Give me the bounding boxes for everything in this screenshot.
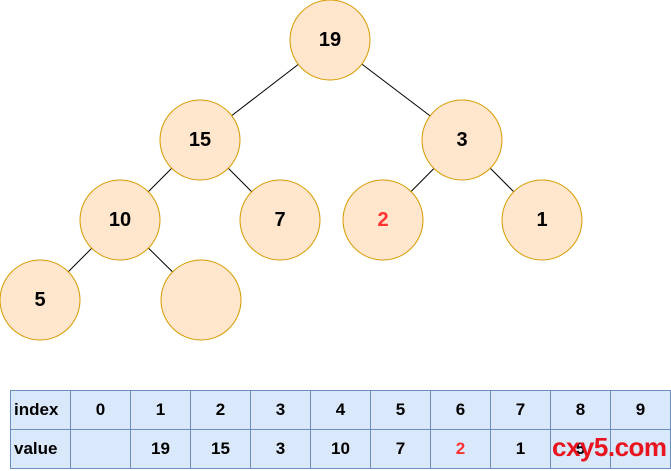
tree-node-label: 15 [189, 129, 211, 151]
tree-node-label: 1 [536, 209, 547, 231]
tree-node-4: 7 [239, 179, 321, 261]
tree-node-circle [501, 179, 583, 261]
tree-node-label: 7 [274, 209, 285, 231]
tree-node-7: 5 [0, 259, 81, 341]
tree-node-circle [342, 179, 424, 261]
value-header: value [10, 429, 71, 469]
index-cell-4: 4 [310, 390, 371, 430]
value-cell-6: 2 [430, 429, 491, 469]
tree-node-8 [160, 259, 242, 341]
index-cell-3: 3 [250, 390, 311, 430]
value-cell-3: 3 [250, 429, 311, 469]
tree-edge-0-2 [361, 63, 431, 117]
tree-node-3: 10 [79, 179, 161, 261]
tree-node-label: 10 [109, 209, 131, 231]
value-cell-2: 15 [190, 429, 251, 469]
tree-node-circle [159, 99, 241, 181]
tree-node-label: 5 [34, 289, 45, 311]
tree-node-1: 15 [159, 99, 241, 181]
index-cell-1: 1 [130, 390, 191, 430]
tree-node-label: 3 [456, 129, 467, 151]
index-header: index [10, 390, 71, 430]
value-cell-7: 1 [490, 429, 551, 469]
value-cell-4: 10 [310, 429, 371, 469]
value-cell-5: 7 [370, 429, 431, 469]
tree-node-circle [79, 179, 161, 261]
tree-node-label: 2 [377, 209, 388, 231]
tree-edge-0-1 [231, 63, 299, 117]
tree-node-label: 19 [319, 29, 341, 51]
tree-node-circle [289, 0, 371, 81]
tree-node-6: 1 [501, 179, 583, 261]
index-cell-6: 6 [430, 390, 491, 430]
tree-edge-1-4 [227, 167, 253, 193]
index-cell-8: 8 [550, 390, 611, 430]
index-cell-9: 9 [610, 390, 671, 430]
heap-array-table: index 0 1 2 3 4 5 6 7 8 9 value 19 15 3 … [10, 390, 671, 469]
value-cell-1: 19 [130, 429, 191, 469]
value-cell-8: 5 [550, 429, 611, 469]
watermark-logo: cxy5.com [552, 432, 667, 462]
value-cell-9 [610, 429, 671, 469]
index-row: index 0 1 2 3 4 5 6 7 8 9 [10, 390, 671, 430]
index-cell-2: 2 [190, 390, 251, 430]
index-cell-7: 7 [490, 390, 551, 430]
tree-edge-3-8 [148, 247, 173, 273]
tree-edge-1-3 [147, 167, 173, 193]
tree-edge-2-5 [410, 168, 435, 192]
index-cell-5: 5 [370, 390, 431, 430]
tree-edge-2-6 [489, 167, 515, 193]
tree-node-circle [160, 259, 242, 341]
value-row: value 19 15 3 10 7 2 1 5 [10, 429, 671, 469]
tree-edge-3-7 [67, 247, 93, 273]
tree-node-circle [0, 259, 81, 341]
tree-node-circle [421, 99, 503, 181]
tree-node-2: 3 [421, 99, 503, 181]
value-cell-0 [70, 429, 131, 469]
tree-node-circle [239, 179, 321, 261]
index-cell-0: 0 [70, 390, 131, 430]
tree-node-5: 2 [342, 179, 424, 261]
tree-node-0: 19 [289, 0, 371, 81]
